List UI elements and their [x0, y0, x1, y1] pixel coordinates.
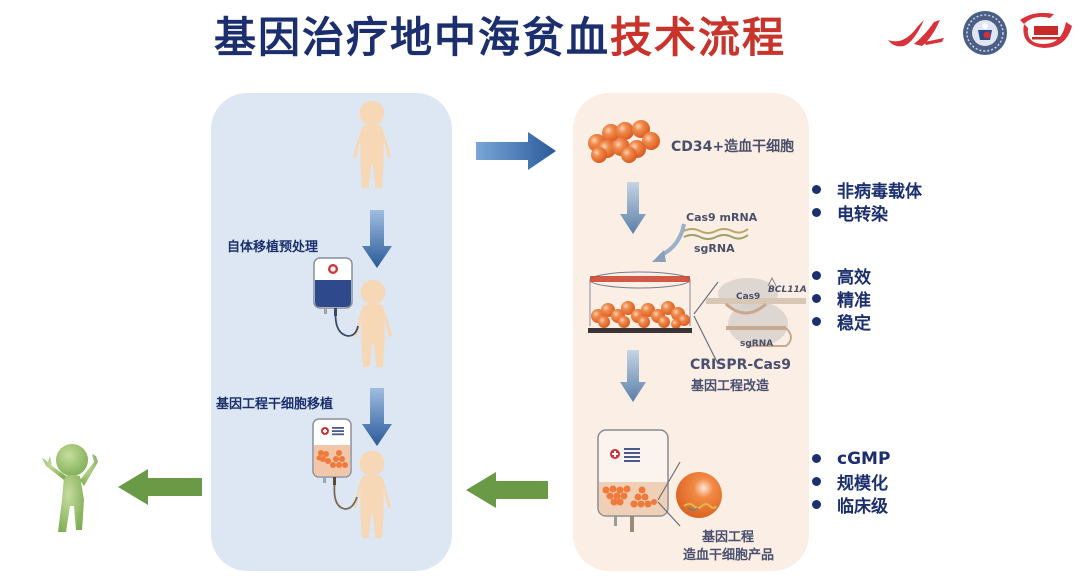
bullet-dot-icon — [812, 294, 821, 303]
bullet-item: cGMP — [812, 447, 890, 470]
cas9-protein-label: Cas9 — [736, 292, 761, 302]
bullet-dot-icon — [812, 208, 821, 217]
rna-strands-icon — [683, 228, 749, 240]
arrow-left-icon — [466, 472, 548, 508]
cd34-cells-label: CD34+造血干细胞 — [671, 139, 795, 155]
patient-child-figure-1 — [353, 100, 391, 189]
bullet-dot-icon — [812, 454, 821, 463]
bullet-list-quality: 高效 精准 稳定 — [812, 264, 871, 334]
bullet-item: 规模化 — [812, 470, 890, 494]
stem-cells-cluster-icon — [588, 120, 660, 163]
bullet-list-manufacturing: cGMP 规模化 临床级 — [812, 447, 890, 517]
step-label-transplant: 基因工程干细胞移植 — [216, 397, 334, 412]
bullet-dot-icon — [812, 185, 821, 194]
crispr-cas9-complex-diagram — [706, 276, 806, 347]
step-label-conditioning: 自体移植预处理 — [227, 240, 319, 255]
cell-bag-icon — [312, 418, 358, 510]
sgrna-detail-label: sgRNA — [740, 339, 774, 349]
bullet-item: 非病毒载体 — [812, 178, 922, 202]
bullet-item: 稳定 — [812, 310, 871, 334]
arrow-down-icon — [362, 388, 392, 446]
red-arc-logo — [1014, 10, 1076, 54]
bullet-dot-icon — [812, 317, 821, 326]
crispr-subtitle: 基因工程改造 — [691, 379, 770, 394]
title-highlight: 技术流程 — [610, 13, 787, 62]
zoom-lines — [657, 461, 681, 527]
title-main: 基因治疗地中海贫血 — [213, 13, 610, 62]
bullet-item: 电转染 — [812, 201, 922, 225]
bullet-dot-icon — [812, 477, 821, 486]
arrow-down-icon — [620, 182, 646, 234]
engineered-cell-icon — [676, 472, 722, 518]
bullet-list-delivery: 非病毒载体 电转染 — [812, 178, 922, 225]
curved-arrow-icon — [652, 223, 686, 262]
institution-seal-logo — [962, 10, 1008, 56]
bullet-item: 高效 — [812, 264, 871, 288]
patient-panel — [211, 93, 452, 571]
product-label-line2: 造血干细胞产品 — [683, 548, 775, 563]
bullet-dot-icon — [812, 500, 821, 509]
healthy-person-icon — [42, 444, 98, 532]
blood-bag-icon — [313, 257, 359, 337]
culture-dish-icon — [588, 271, 692, 333]
red-swoosh-logo — [884, 12, 948, 48]
crispr-title: CRISPR-Cas9 — [690, 357, 791, 373]
bullet-dot-icon — [812, 271, 821, 280]
product-label-line1: 基因工程 — [702, 530, 755, 545]
bullet-item: 临床级 — [812, 493, 890, 517]
arrow-left-icon — [118, 469, 202, 505]
cas9-mrna-label: Cas9 mRNA — [686, 211, 758, 224]
sgrna-label: sgRNA — [694, 242, 735, 255]
bullet-item: 精准 — [812, 287, 871, 311]
bcl11a-gene-label: BCL11A — [768, 285, 807, 295]
page-title: 基因治疗地中海贫血技术流程 — [0, 4, 1080, 65]
arrow-down-icon — [362, 210, 392, 268]
arrow-down-icon — [620, 350, 646, 402]
arrow-right-icon — [476, 132, 556, 170]
gene-engineered-product-bag-icon — [597, 429, 669, 532]
